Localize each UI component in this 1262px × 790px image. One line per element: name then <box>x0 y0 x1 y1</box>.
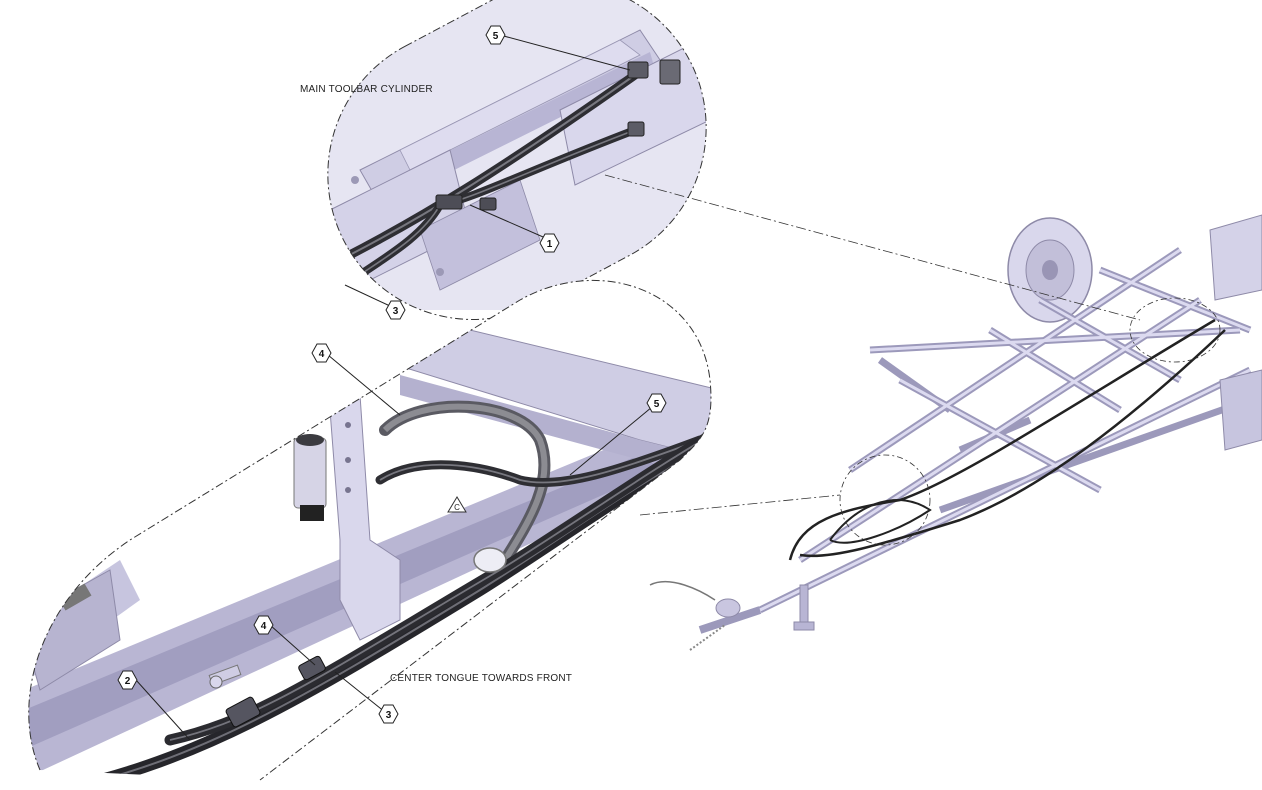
callout-number: 5 <box>654 399 660 410</box>
detail-view-center-tongue: C <box>28 279 712 781</box>
callout-number: 4 <box>261 621 267 632</box>
callout-number: 4 <box>319 349 325 360</box>
detail-view-main-toolbar-cylinder <box>300 0 730 320</box>
caption-main-toolbar-cylinder: MAIN TOOLBAR CYLINDER <box>300 84 433 95</box>
callout-number: 3 <box>393 306 399 317</box>
implement-frame-overview <box>649 214 1262 651</box>
callout-item-4-upper: 4 <box>311 343 401 416</box>
callout-number: 1 <box>547 239 553 250</box>
callout-item-5-bottom: 5 <box>569 393 667 476</box>
callout-item-3-top: 3 <box>344 284 406 320</box>
detail-leader-lines <box>604 174 1141 516</box>
callout-item-1-top: 1 <box>469 204 560 253</box>
reference-marker-c: C <box>447 496 467 513</box>
callout-number: 2 <box>125 676 131 687</box>
callout-item-3-bottom: 3 <box>334 671 399 724</box>
callout-markers: 5 1 3 4 5 4 <box>117 25 667 741</box>
callout-number: 3 <box>386 710 392 721</box>
reference-marker-label: C <box>454 503 460 512</box>
callout-item-5-top: 5 <box>485 25 631 71</box>
callout-item-4-lower: 4 <box>253 615 316 666</box>
caption-center-tongue: CENTER TONGUE TOWARDS FRONT <box>390 673 573 684</box>
callout-number: 5 <box>493 31 499 42</box>
callout-item-2: 2 <box>117 670 191 741</box>
